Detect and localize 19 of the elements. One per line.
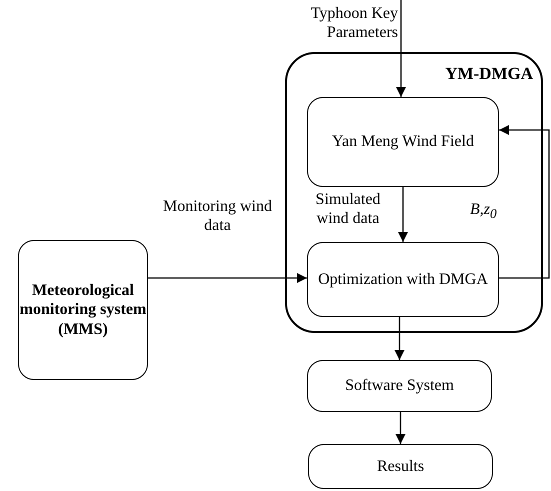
box-label: Yan Meng Wind Field [332, 132, 474, 152]
arrow [396, 412, 406, 444]
box-label: Meteorological monitoring system (MMS) [19, 281, 147, 339]
process-box [307, 97, 499, 187]
process-box [307, 242, 499, 317]
arrow [398, 187, 408, 242]
arrow [499, 125, 550, 279]
edge-label: Typhoon Key Parameters [310, 4, 398, 42]
process-box [18, 240, 148, 380]
box-label: Software System [345, 376, 454, 396]
box-label: Optimization with DMGA [318, 270, 488, 290]
group-container [285, 52, 543, 333]
box-label: Results [376, 456, 424, 476]
process-box [308, 444, 493, 489]
group-title: YM-DMGA [445, 64, 533, 84]
process-box [307, 360, 492, 412]
arrow [396, 0, 406, 97]
arrow [394, 317, 404, 360]
arrow [148, 273, 307, 283]
